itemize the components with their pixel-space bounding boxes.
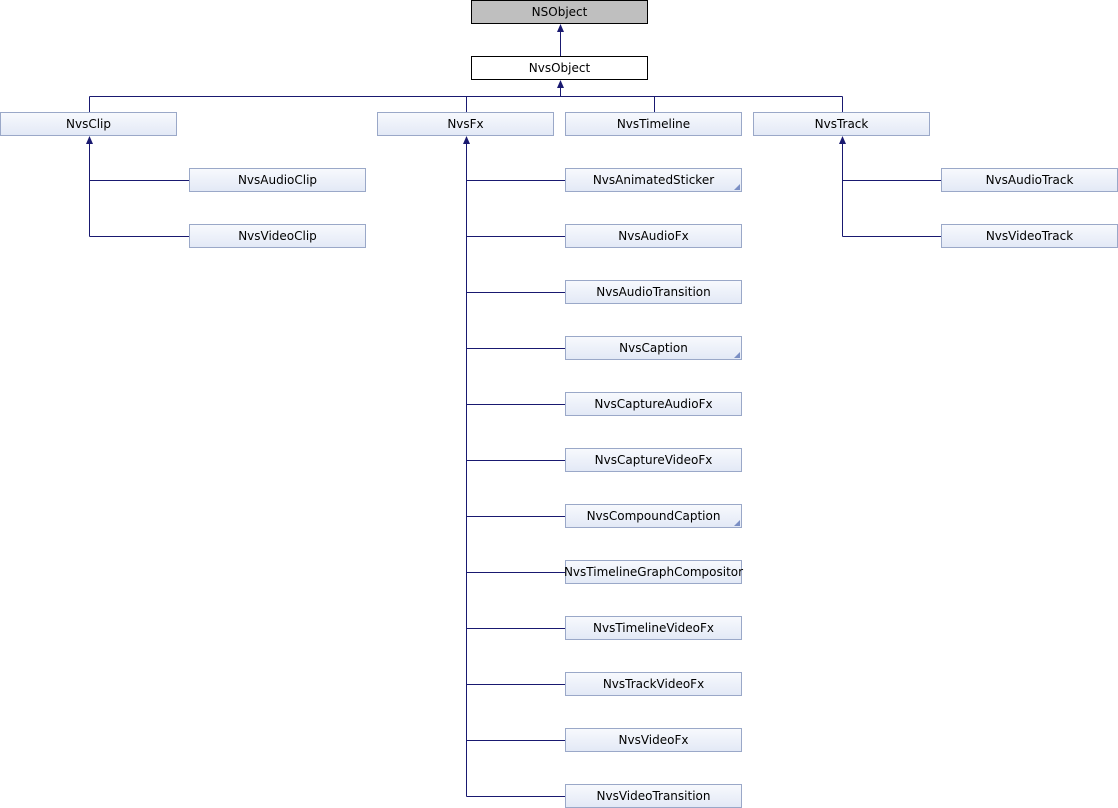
- class-name-label: NvsCompoundCaption: [586, 509, 721, 523]
- class-name-label: NvsAnimatedSticker: [592, 173, 715, 187]
- class-name-label: NvsAudioTrack: [985, 173, 1074, 187]
- inheritance-arrowhead: [86, 136, 93, 144]
- class-node-nvs-timeline-video-fx[interactable]: NvsTimelineVideoFx: [565, 616, 742, 640]
- more-subclasses-icon: [734, 352, 740, 358]
- class-node-nvs-audio-fx[interactable]: NvsAudioFx: [565, 224, 742, 248]
- inheritance-arrowhead: [463, 136, 470, 144]
- class-node-nvs-compound-caption[interactable]: NvsCompoundCaption: [565, 504, 742, 528]
- class-node-nvs-animated-sticker[interactable]: NvsAnimatedSticker: [565, 168, 742, 192]
- class-name-label: NvsTrackVideoFx: [602, 677, 705, 691]
- class-name-label: NvsVideoClip: [238, 229, 317, 243]
- class-node-nvs-video-fx[interactable]: NvsVideoFx: [565, 728, 742, 752]
- class-node-nvs-video-transition[interactable]: NvsVideoTransition: [565, 784, 742, 808]
- class-node-nvs-clip[interactable]: NvsClip: [0, 112, 177, 136]
- class-node-nvs-audio-transition[interactable]: NvsAudioTransition: [565, 280, 742, 304]
- class-name-label: NvsVideoTransition: [596, 789, 711, 803]
- class-name-label: NvsAudioFx: [618, 229, 689, 243]
- class-node-nvs-caption[interactable]: NvsCaption: [565, 336, 742, 360]
- inheritance-arrowhead: [557, 24, 564, 32]
- class-name-label: NvsTimelineGraphCompositor: [563, 565, 744, 579]
- class-name-label: NvsFx: [447, 117, 484, 131]
- class-node-nvs-timeline[interactable]: NvsTimeline: [565, 112, 742, 136]
- class-name-label: NvsVideoFx: [618, 733, 689, 747]
- more-subclasses-icon: [734, 184, 740, 190]
- class-node-nvs-video-track[interactable]: NvsVideoTrack: [941, 224, 1118, 248]
- class-node-ns-object: NSObject: [471, 0, 648, 24]
- class-node-nvs-audio-clip[interactable]: NvsAudioClip: [189, 168, 366, 192]
- class-node-nvs-track[interactable]: NvsTrack: [753, 112, 930, 136]
- class-name-label: NvsTimelineVideoFx: [593, 621, 714, 635]
- class-node-nvs-audio-track[interactable]: NvsAudioTrack: [941, 168, 1118, 192]
- class-name-label: NvsCaptureVideoFx: [594, 453, 713, 467]
- class-node-nvs-object: NvsObject: [471, 56, 648, 80]
- class-name-label: NSObject: [531, 5, 588, 19]
- class-name-label: NvsTimeline: [616, 117, 691, 131]
- class-node-nvs-fx[interactable]: NvsFx: [377, 112, 554, 136]
- class-node-nvs-capture-audio-fx[interactable]: NvsCaptureAudioFx: [565, 392, 742, 416]
- class-node-nvs-track-video-fx[interactable]: NvsTrackVideoFx: [565, 672, 742, 696]
- class-name-label: NvsCaption: [619, 341, 688, 355]
- inheritance-arrowhead: [557, 80, 564, 88]
- class-name-label: NvsObject: [528, 61, 591, 75]
- class-name-label: NvsCaptureAudioFx: [594, 397, 713, 411]
- class-name-label: NvsTrack: [814, 117, 869, 131]
- class-name-label: NvsClip: [66, 117, 111, 131]
- inheritance-arrowhead: [839, 136, 846, 144]
- class-name-label: NvsVideoTrack: [985, 229, 1074, 243]
- class-node-nvs-timeline-graph-compositor[interactable]: NvsTimelineGraphCompositor: [563, 560, 744, 584]
- class-name-label: NvsAudioTransition: [596, 285, 711, 299]
- more-subclasses-icon: [734, 520, 740, 526]
- class-name-label: NvsAudioClip: [237, 173, 318, 187]
- class-node-nvs-capture-video-fx[interactable]: NvsCaptureVideoFx: [565, 448, 742, 472]
- class-node-nvs-video-clip[interactable]: NvsVideoClip: [189, 224, 366, 248]
